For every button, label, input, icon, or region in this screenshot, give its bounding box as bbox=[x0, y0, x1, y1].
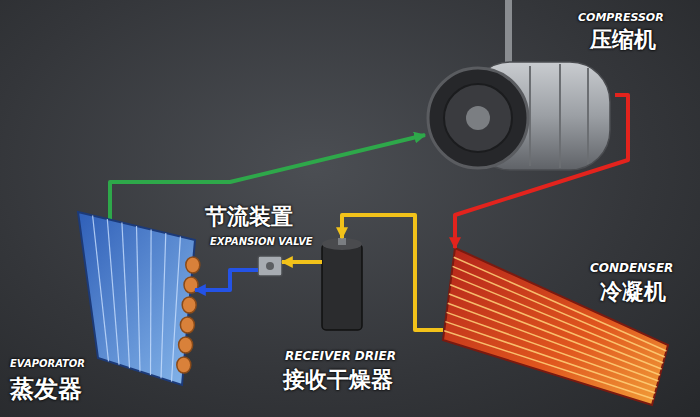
tube bbox=[447, 312, 657, 387]
refrigerant-pipe bbox=[195, 270, 258, 290]
refrigerant-pipe bbox=[455, 95, 628, 248]
fin bbox=[137, 226, 141, 372]
pulley-hub bbox=[444, 84, 512, 152]
drier-cap bbox=[338, 238, 346, 245]
evaporator-illustration bbox=[78, 198, 200, 385]
expansion-valve-part: 节流装置EXPANSION VALVE bbox=[258, 256, 282, 276]
evaporator-core bbox=[78, 212, 195, 385]
english-part-name: COMPRESSOR bbox=[578, 12, 664, 24]
english-part-name: EVAPORATOR bbox=[10, 358, 85, 369]
chinese-part-name: 冷凝机 bbox=[600, 280, 666, 304]
chinese-part-name: 蒸发器 bbox=[10, 376, 82, 402]
fin bbox=[122, 223, 130, 369]
receiver-drier-illustration bbox=[322, 238, 362, 330]
evaporator-part: EVAPORATOR蒸发器 bbox=[62, 198, 195, 385]
expansion-valve-illustration bbox=[258, 256, 282, 276]
compressor-illustration bbox=[428, 0, 610, 170]
condenser-part: CONDENSER冷凝机 bbox=[443, 248, 668, 408]
refrigerant-pipe bbox=[282, 260, 322, 264]
english-part-name: RECEIVER DRIER bbox=[285, 350, 396, 363]
refrigerant-pipe bbox=[110, 135, 425, 198]
tube bbox=[445, 322, 655, 393]
coil bbox=[186, 257, 200, 273]
english-part-name: EXPANSION VALVE bbox=[210, 236, 313, 247]
coil bbox=[177, 357, 191, 373]
english-part-name: CONDENSER bbox=[590, 262, 673, 275]
drier-top bbox=[322, 238, 362, 250]
copper-coils bbox=[177, 257, 200, 373]
coil bbox=[180, 317, 194, 333]
evaporator-fins bbox=[93, 216, 181, 382]
compressor-part: COMPRESSOR压缩机 bbox=[425, 55, 615, 180]
refrigerant-pipe bbox=[342, 215, 443, 330]
tube bbox=[449, 294, 660, 375]
chinese-part-name: 压缩机 bbox=[590, 28, 656, 52]
drier-can bbox=[322, 244, 362, 330]
coil bbox=[182, 297, 196, 313]
fin bbox=[161, 233, 166, 378]
body-rib bbox=[587, 68, 589, 164]
condenser-tubes bbox=[444, 257, 666, 399]
pulley-center bbox=[466, 106, 490, 130]
coil bbox=[179, 337, 193, 353]
tube bbox=[444, 331, 653, 399]
pipe-stub bbox=[108, 198, 112, 219]
valve-port bbox=[266, 262, 274, 270]
valve-block bbox=[258, 256, 282, 276]
fin bbox=[93, 216, 109, 362]
receiver-drier-part: RECEIVER DRIER接收干燥器 bbox=[322, 238, 362, 330]
chinese-part-name: 节流装置 bbox=[205, 205, 293, 229]
fin bbox=[107, 219, 119, 365]
pulley bbox=[428, 68, 528, 168]
body-rib bbox=[559, 64, 561, 168]
fin bbox=[150, 230, 152, 375]
mount-rod bbox=[505, 0, 512, 62]
chinese-part-name: 接收干燥器 bbox=[283, 368, 393, 392]
